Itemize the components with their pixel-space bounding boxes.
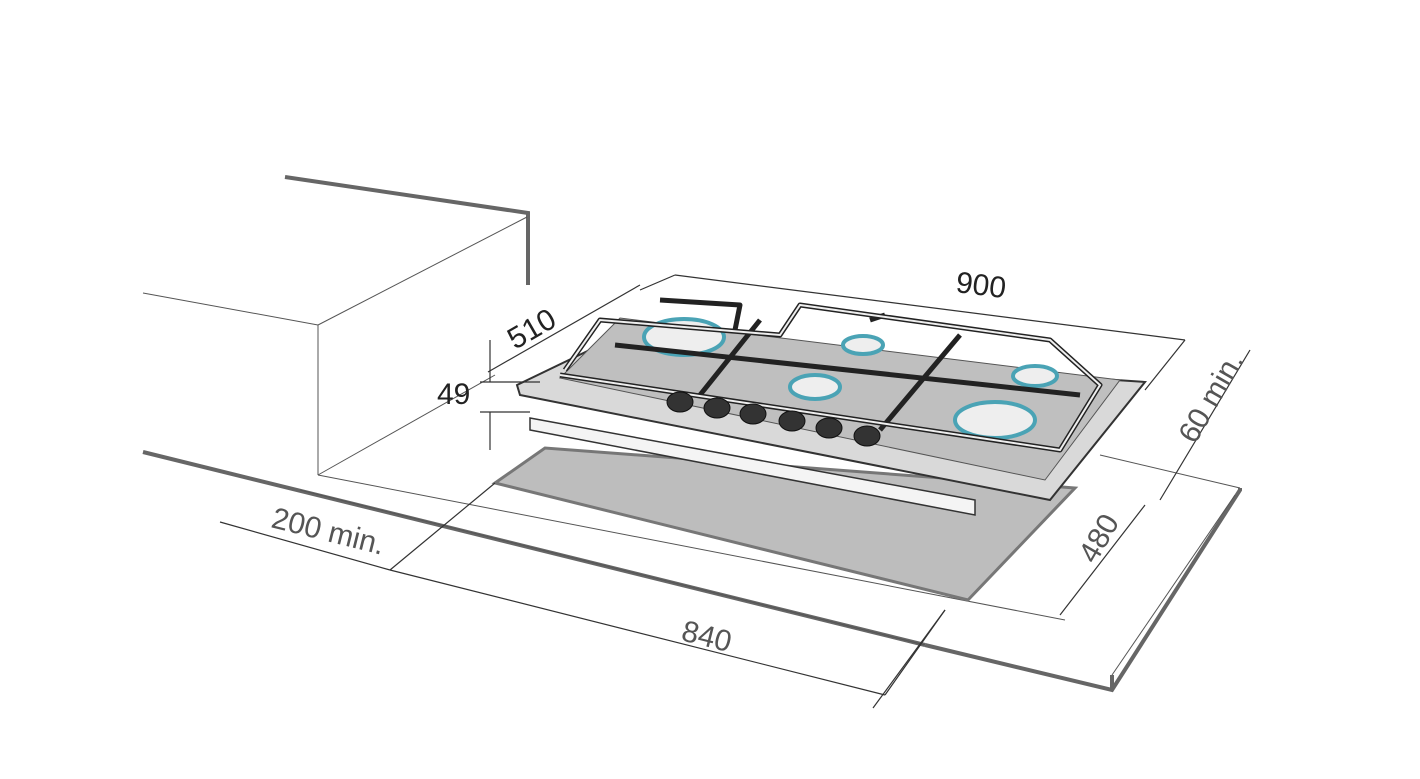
burner — [953, 400, 1037, 440]
dimension-depth: 510 — [502, 302, 562, 356]
dimension-rear-clearance: 60 min. — [1172, 347, 1250, 449]
knob — [666, 391, 694, 413]
dimension-cutout-width: 840 — [678, 615, 735, 659]
control-knobs — [666, 391, 881, 447]
knob — [739, 403, 767, 425]
burner — [788, 373, 842, 401]
adjacent-cabinet — [142, 175, 530, 476]
countertop — [142, 450, 1242, 693]
knob — [703, 397, 731, 419]
knob — [815, 417, 843, 439]
dimension-cutout-depth: 480 — [1072, 509, 1126, 569]
dimension-height: 49 — [437, 378, 470, 411]
dimension-lines — [219, 274, 1251, 709]
pan-supports — [559, 297, 1103, 453]
knob — [853, 425, 881, 447]
knob — [778, 410, 806, 432]
cutout — [491, 446, 1079, 602]
burners — [642, 317, 1059, 440]
hob — [515, 297, 1147, 516]
dimension-width: 900 — [954, 266, 1008, 305]
burner — [841, 334, 885, 356]
burner — [1011, 364, 1059, 388]
